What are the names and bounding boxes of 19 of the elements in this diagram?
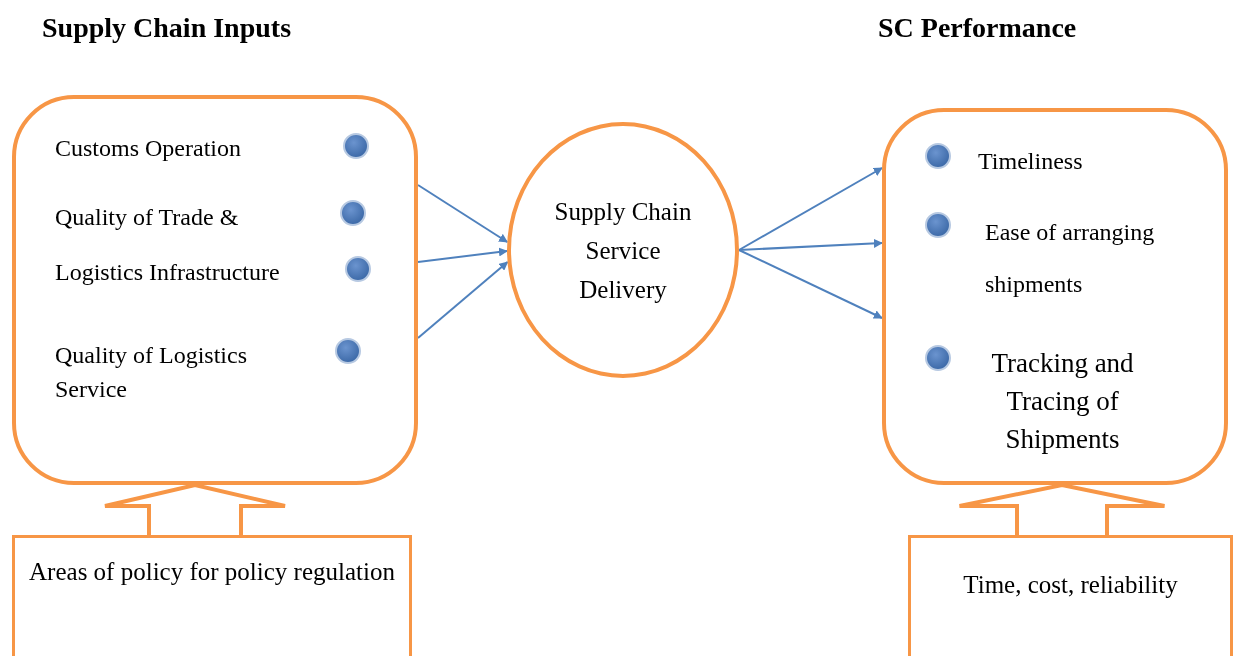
group-heading: SC Performance bbox=[878, 12, 1077, 44]
arrow bbox=[417, 247, 508, 263]
arrow bbox=[738, 167, 883, 251]
block-arrow bbox=[103, 482, 287, 537]
arrow bbox=[417, 184, 509, 243]
list-item-text: Quality of Trade & Logistics Infrastructure bbox=[55, 190, 300, 300]
list-item-text: Ease of arranging shipments bbox=[985, 206, 1210, 310]
text-box: Time, cost, reliability bbox=[908, 535, 1233, 656]
block-arrow bbox=[957, 482, 1167, 537]
list-item-text: Timeliness bbox=[978, 144, 1198, 178]
arrow bbox=[738, 238, 883, 251]
arrow bbox=[417, 261, 509, 339]
list-item-text: Customs Operation bbox=[55, 131, 325, 165]
list-item-text: Tracking and Tracing of Shipments bbox=[955, 344, 1170, 458]
group-heading: Supply Chain Inputs bbox=[42, 12, 292, 44]
text-box: Areas of policy for policy regulation bbox=[12, 535, 412, 656]
list-item-text: Quality of Logistics Service bbox=[55, 338, 305, 406]
arrow bbox=[738, 249, 883, 319]
process-circle: Supply Chain Service Delivery bbox=[507, 122, 739, 378]
